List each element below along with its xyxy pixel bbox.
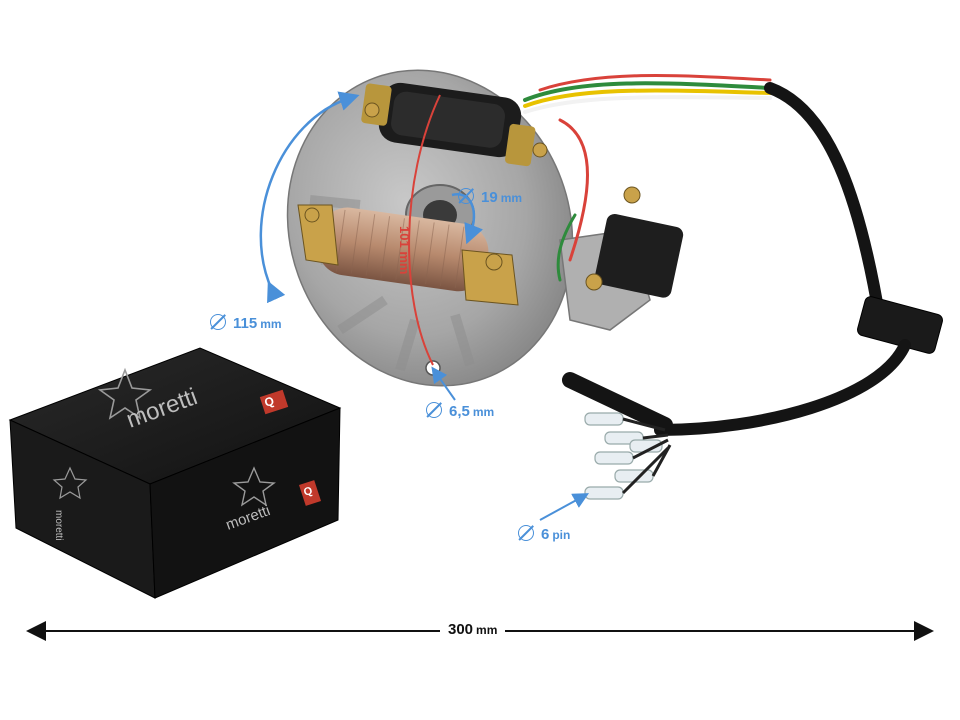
pickup-sensor	[585, 186, 684, 298]
connector-symbol-icon	[518, 525, 534, 541]
coil-copper	[297, 204, 519, 306]
box-badge-top: Q	[263, 394, 276, 410]
diameter-label: 115 mm	[210, 312, 282, 332]
shaft-arc	[451, 192, 483, 245]
box-brand-left: moretti	[53, 510, 64, 541]
spacing-line	[408, 94, 441, 366]
product-box: moretti moretti moretti Q Q	[8, 347, 342, 599]
diameter-value: 115	[233, 315, 258, 332]
spacing-label: 101 mm	[397, 226, 412, 274]
coil-top	[361, 82, 548, 167]
connector-value: 6	[541, 526, 550, 543]
box-badge-side: Q	[302, 485, 314, 499]
hole-unit: mm	[472, 405, 495, 419]
hole-pointer	[431, 366, 456, 401]
pin-pointer	[539, 493, 590, 521]
star-logo-icon	[97, 367, 153, 420]
star-logo-left-icon	[52, 466, 88, 500]
shaft-symbol-icon	[458, 188, 474, 204]
wire-harness	[523, 74, 943, 436]
connector-label: 6 pin	[518, 523, 570, 543]
total-length-value: 300	[448, 621, 474, 638]
spacing-value: 101	[397, 226, 412, 248]
diameter-unit: mm	[260, 317, 282, 331]
connectors	[584, 412, 672, 500]
hole-value: 6,5	[449, 403, 470, 420]
shaft-value: 19	[481, 189, 498, 206]
hole-label: 6,5 mm	[426, 400, 494, 420]
connector-unit: pin	[552, 528, 571, 542]
shaft-unit: mm	[500, 191, 523, 205]
diameter-arc	[259, 91, 360, 304]
star-logo-side-icon	[232, 466, 276, 507]
diameter-symbol-icon	[210, 314, 226, 330]
hole-symbol-icon	[426, 402, 442, 418]
total-length-unit: mm	[476, 623, 498, 637]
shaft-label: 19 mm	[458, 186, 522, 206]
spacing-unit: mm	[397, 251, 412, 275]
total-length-label: 300 mm	[440, 621, 506, 638]
